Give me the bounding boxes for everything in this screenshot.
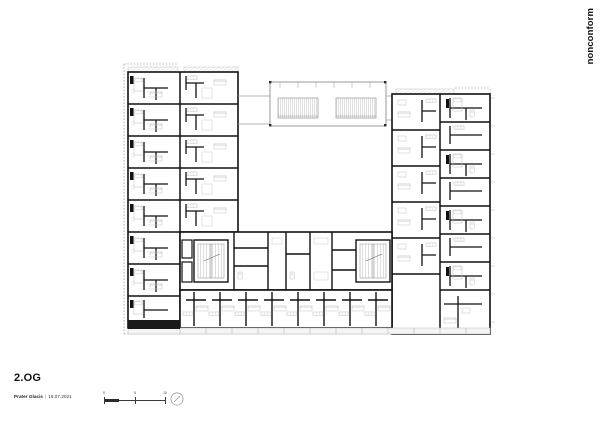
scale-label-10: 10 bbox=[163, 391, 167, 395]
stair-core-west bbox=[193, 239, 229, 283]
credit-separator: | bbox=[45, 394, 47, 399]
project-name: Prater Glacis bbox=[14, 394, 43, 399]
scale-label-5: 5 bbox=[134, 391, 136, 395]
floor-plan-drawing bbox=[110, 58, 500, 350]
stair-core-east bbox=[355, 239, 391, 283]
east-facade-ticks bbox=[491, 97, 495, 323]
north-arrow-icon bbox=[170, 392, 184, 406]
east-units-outer bbox=[443, 97, 482, 330]
east-party-walls bbox=[392, 121, 490, 291]
circulation-fixtures bbox=[237, 237, 329, 281]
east-wing bbox=[391, 93, 491, 335]
plan-date: 16.07.2021 bbox=[48, 394, 72, 399]
south-units bbox=[182, 292, 391, 326]
scale-tick-10 bbox=[165, 397, 166, 404]
scale-tick-5 bbox=[135, 397, 136, 404]
scale-label-0: 0 bbox=[103, 391, 105, 395]
west-units-left bbox=[130, 76, 168, 318]
south-wing bbox=[127, 289, 491, 335]
scale-bar: 0 5 10 bbox=[103, 391, 167, 406]
credit-line: Prater Glacis|16.07.2021 bbox=[14, 394, 72, 399]
east-units-inner bbox=[397, 98, 437, 266]
north-wing bbox=[238, 81, 410, 127]
pavilion-top-markers bbox=[279, 82, 371, 88]
west-units-right bbox=[185, 75, 227, 227]
brand-logo: nonconform bbox=[585, 8, 596, 65]
scale-tick-0 bbox=[104, 397, 105, 404]
central-circulation-band bbox=[179, 231, 393, 291]
pavilion-posts bbox=[269, 81, 387, 127]
scale-bar-segment bbox=[104, 398, 119, 402]
page-title: 2.OG bbox=[14, 372, 42, 384]
